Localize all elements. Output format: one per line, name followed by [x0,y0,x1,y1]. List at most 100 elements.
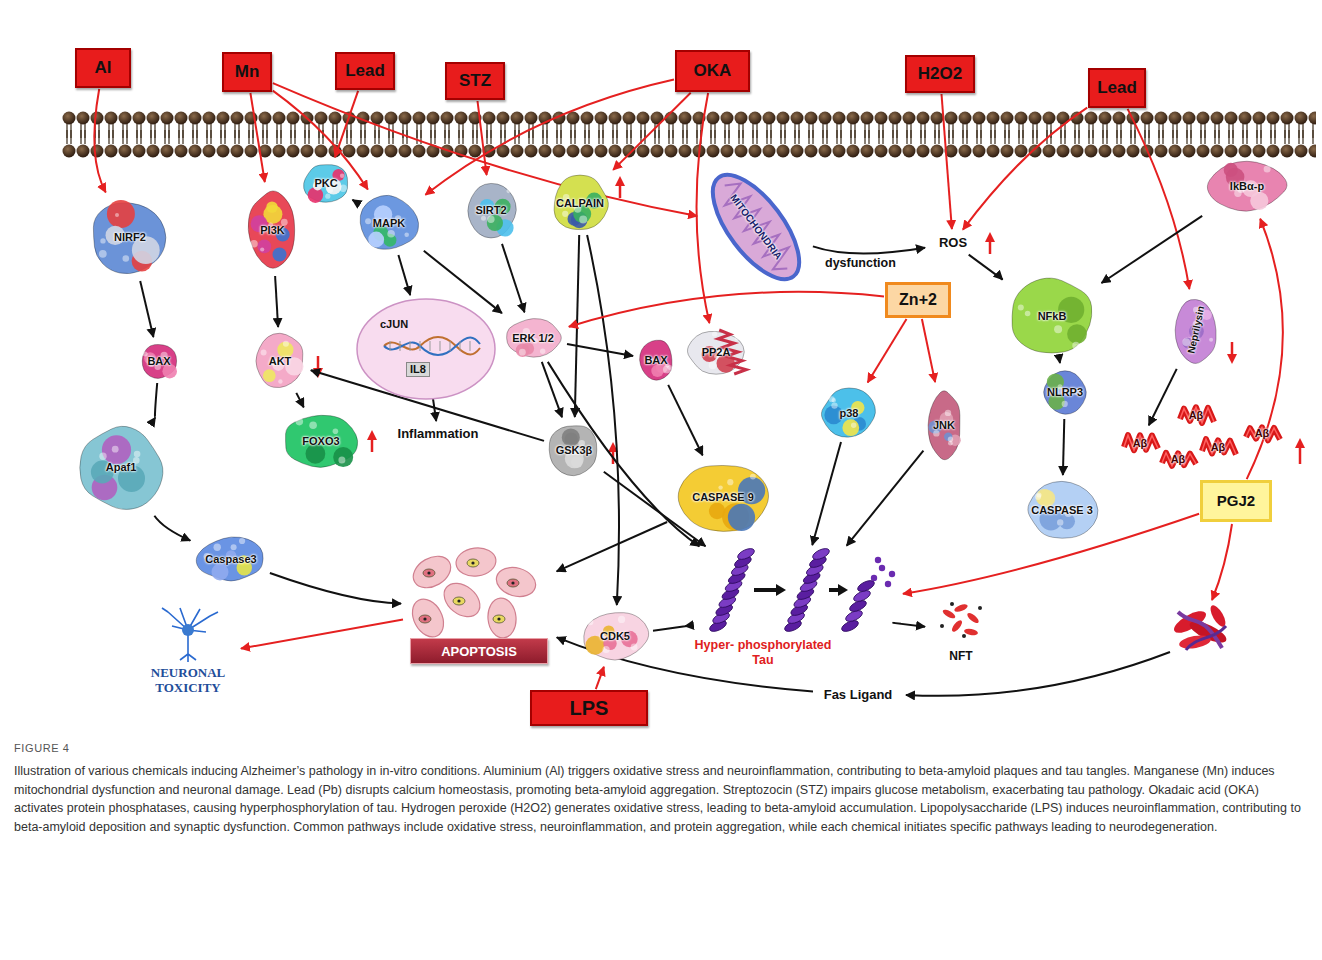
protein-body [678,465,768,531]
nucleus-outline [357,299,495,399]
amyloid-strand-edge [1202,439,1236,454]
amyloid-strand-edge [1162,453,1196,466]
dna-rung [460,341,461,351]
tau-bead [811,546,831,561]
protein-bump [603,646,610,653]
shape-art [356,298,496,400]
protein-bump [1072,342,1079,349]
tangle-dot [940,624,944,628]
node-label: Aβ [1211,441,1226,454]
protein-bump [718,485,722,489]
protein-bump [1018,305,1024,311]
node-label: H2O2 [918,64,962,84]
protein-bump [283,341,289,347]
toxin-effect-arrow [1128,109,1190,289]
pathway-arrow [812,442,841,545]
pathway-arrow [587,235,619,605]
protein-bump [338,456,345,463]
protein-bump [325,194,330,199]
tau-fragment [889,571,895,577]
art-part [1208,603,1229,629]
toxin-box: H2O2 [905,55,975,93]
protein-bump [99,250,107,258]
amyloid-strand [1246,428,1280,441]
mito-cristae-line [715,177,798,276]
protein-domain [107,200,135,228]
protein-bump [948,441,953,446]
pathway-arrow [155,383,157,418]
dna-rung [450,341,451,351]
toxin-effect-arrow [1247,219,1283,479]
art-part [371,438,374,452]
node-label: NEURONAL TOXICITY [138,666,238,696]
toxin-box: PGJ2 [1200,480,1272,522]
protein-shape: CASPASE 9 [668,458,778,536]
node-label: PGJ2 [1217,492,1255,509]
tangle-dot [950,602,954,606]
protein-shape: Caspase3 [193,533,269,585]
ps2-to-fas-arrow [906,652,1170,696]
protein-bump [231,544,237,550]
protein-bump [340,185,347,192]
protein-bump [112,446,119,453]
toxin-box: Lead [335,52,395,90]
protein-bump [340,174,344,178]
toxin-effect-arrow [942,94,952,229]
protein-body [928,391,960,460]
protein-bump [945,410,951,416]
toxin-effect-arrow [963,108,1087,230]
toxin-effect-arrow [868,319,907,383]
protein-bump [831,402,837,408]
pathway-arrow [813,246,925,253]
protein-bump [143,352,148,357]
node-label: APOPTOSIS [410,638,548,664]
tau-fragment [875,557,881,563]
toxin-box: Lead [1088,68,1146,108]
protein-bump [506,189,510,193]
protein-bump [99,453,106,460]
ps2-complex [1171,603,1229,651]
apoptotic-cell [486,597,517,639]
protein-shape: AKT [252,330,308,392]
node-label: BAX [147,355,170,368]
protein-bump [261,350,267,356]
pathway-arrow [270,573,401,604]
toxin-effect-arrow [697,93,710,323]
protein-bump [709,361,717,369]
protein-body [248,191,294,268]
dna-strand [384,337,480,355]
protein-bump [562,211,568,217]
toxin-effect-arrow [335,91,358,157]
protein-body [1012,278,1092,353]
apoptotic-cell [493,563,539,601]
art-part [317,356,320,370]
amyloid-strand-edge [1124,435,1158,450]
tau-step-head [776,584,786,596]
protein-shape: SIRT2 [462,178,520,243]
node-label: Mn [235,62,260,82]
protein-domain [728,504,755,531]
pathway-arrow [969,255,1003,280]
amyloid-strand [1162,453,1196,466]
protein-bump [309,421,317,429]
node-label: Lead [1097,78,1137,98]
toxin-effect-arrow [478,101,487,175]
nucleus-ellipse: cJUNIL8 [356,298,496,400]
cell-core [471,561,474,564]
toxin-effect-arrow [250,93,264,182]
node-label: NLRP3 [1047,386,1083,399]
cell-nucleus [507,579,519,587]
protein-shape: CALPAIN [548,172,612,234]
protein-domain [487,215,503,231]
neuron-soma [182,624,194,636]
protein-body [196,537,263,581]
protein-bump [260,247,264,251]
node-label: GSK3β [556,444,593,457]
protein-shape: BAX [636,336,676,384]
protein-body [549,426,597,476]
cell-core [423,617,426,620]
pathway-arrow [140,281,153,337]
node-label: NFkB [1038,310,1067,323]
protein-domain [1250,192,1268,210]
